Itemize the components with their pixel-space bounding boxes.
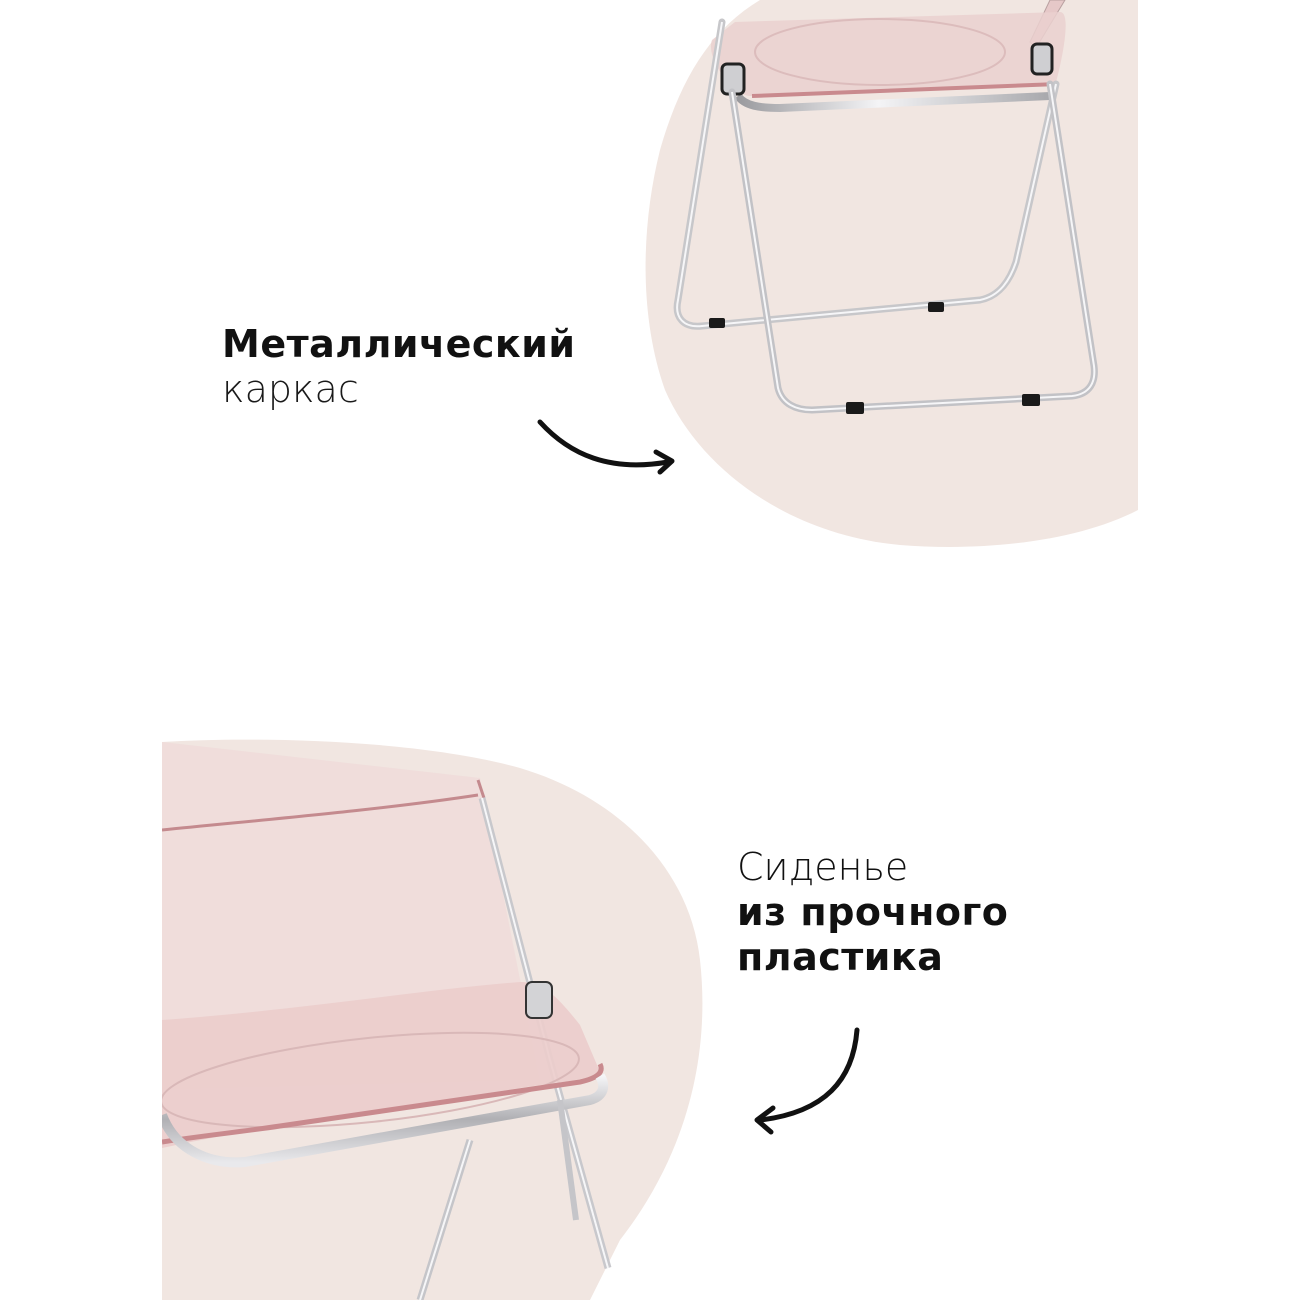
arrow-right-curved-icon xyxy=(537,419,675,475)
feature-seat-caption: Сиденье из прочного пластика xyxy=(737,845,1008,979)
foot xyxy=(709,318,725,328)
chair-frame-image xyxy=(645,0,1138,547)
feature-frame-panel: Металлический каркас xyxy=(0,0,1300,560)
arrow-left-curved-icon xyxy=(754,1027,860,1135)
foot xyxy=(928,302,944,312)
feature-seat-panel: Сиденье из прочного пластика xyxy=(0,720,1300,1300)
foot xyxy=(846,402,864,414)
caption-title-bold: Металлический xyxy=(222,322,576,366)
caption-title-bold-line1: из прочного xyxy=(737,889,1009,934)
foot xyxy=(1022,394,1040,406)
chair-seat-image xyxy=(162,739,703,1300)
caption-title-light: Сиденье xyxy=(737,845,909,889)
feature-frame-caption: Металлический каркас xyxy=(222,322,575,412)
background-blob xyxy=(645,0,1138,547)
caption-title-light: каркас xyxy=(222,366,359,411)
caption-title-bold-line2: пластика xyxy=(737,934,944,979)
